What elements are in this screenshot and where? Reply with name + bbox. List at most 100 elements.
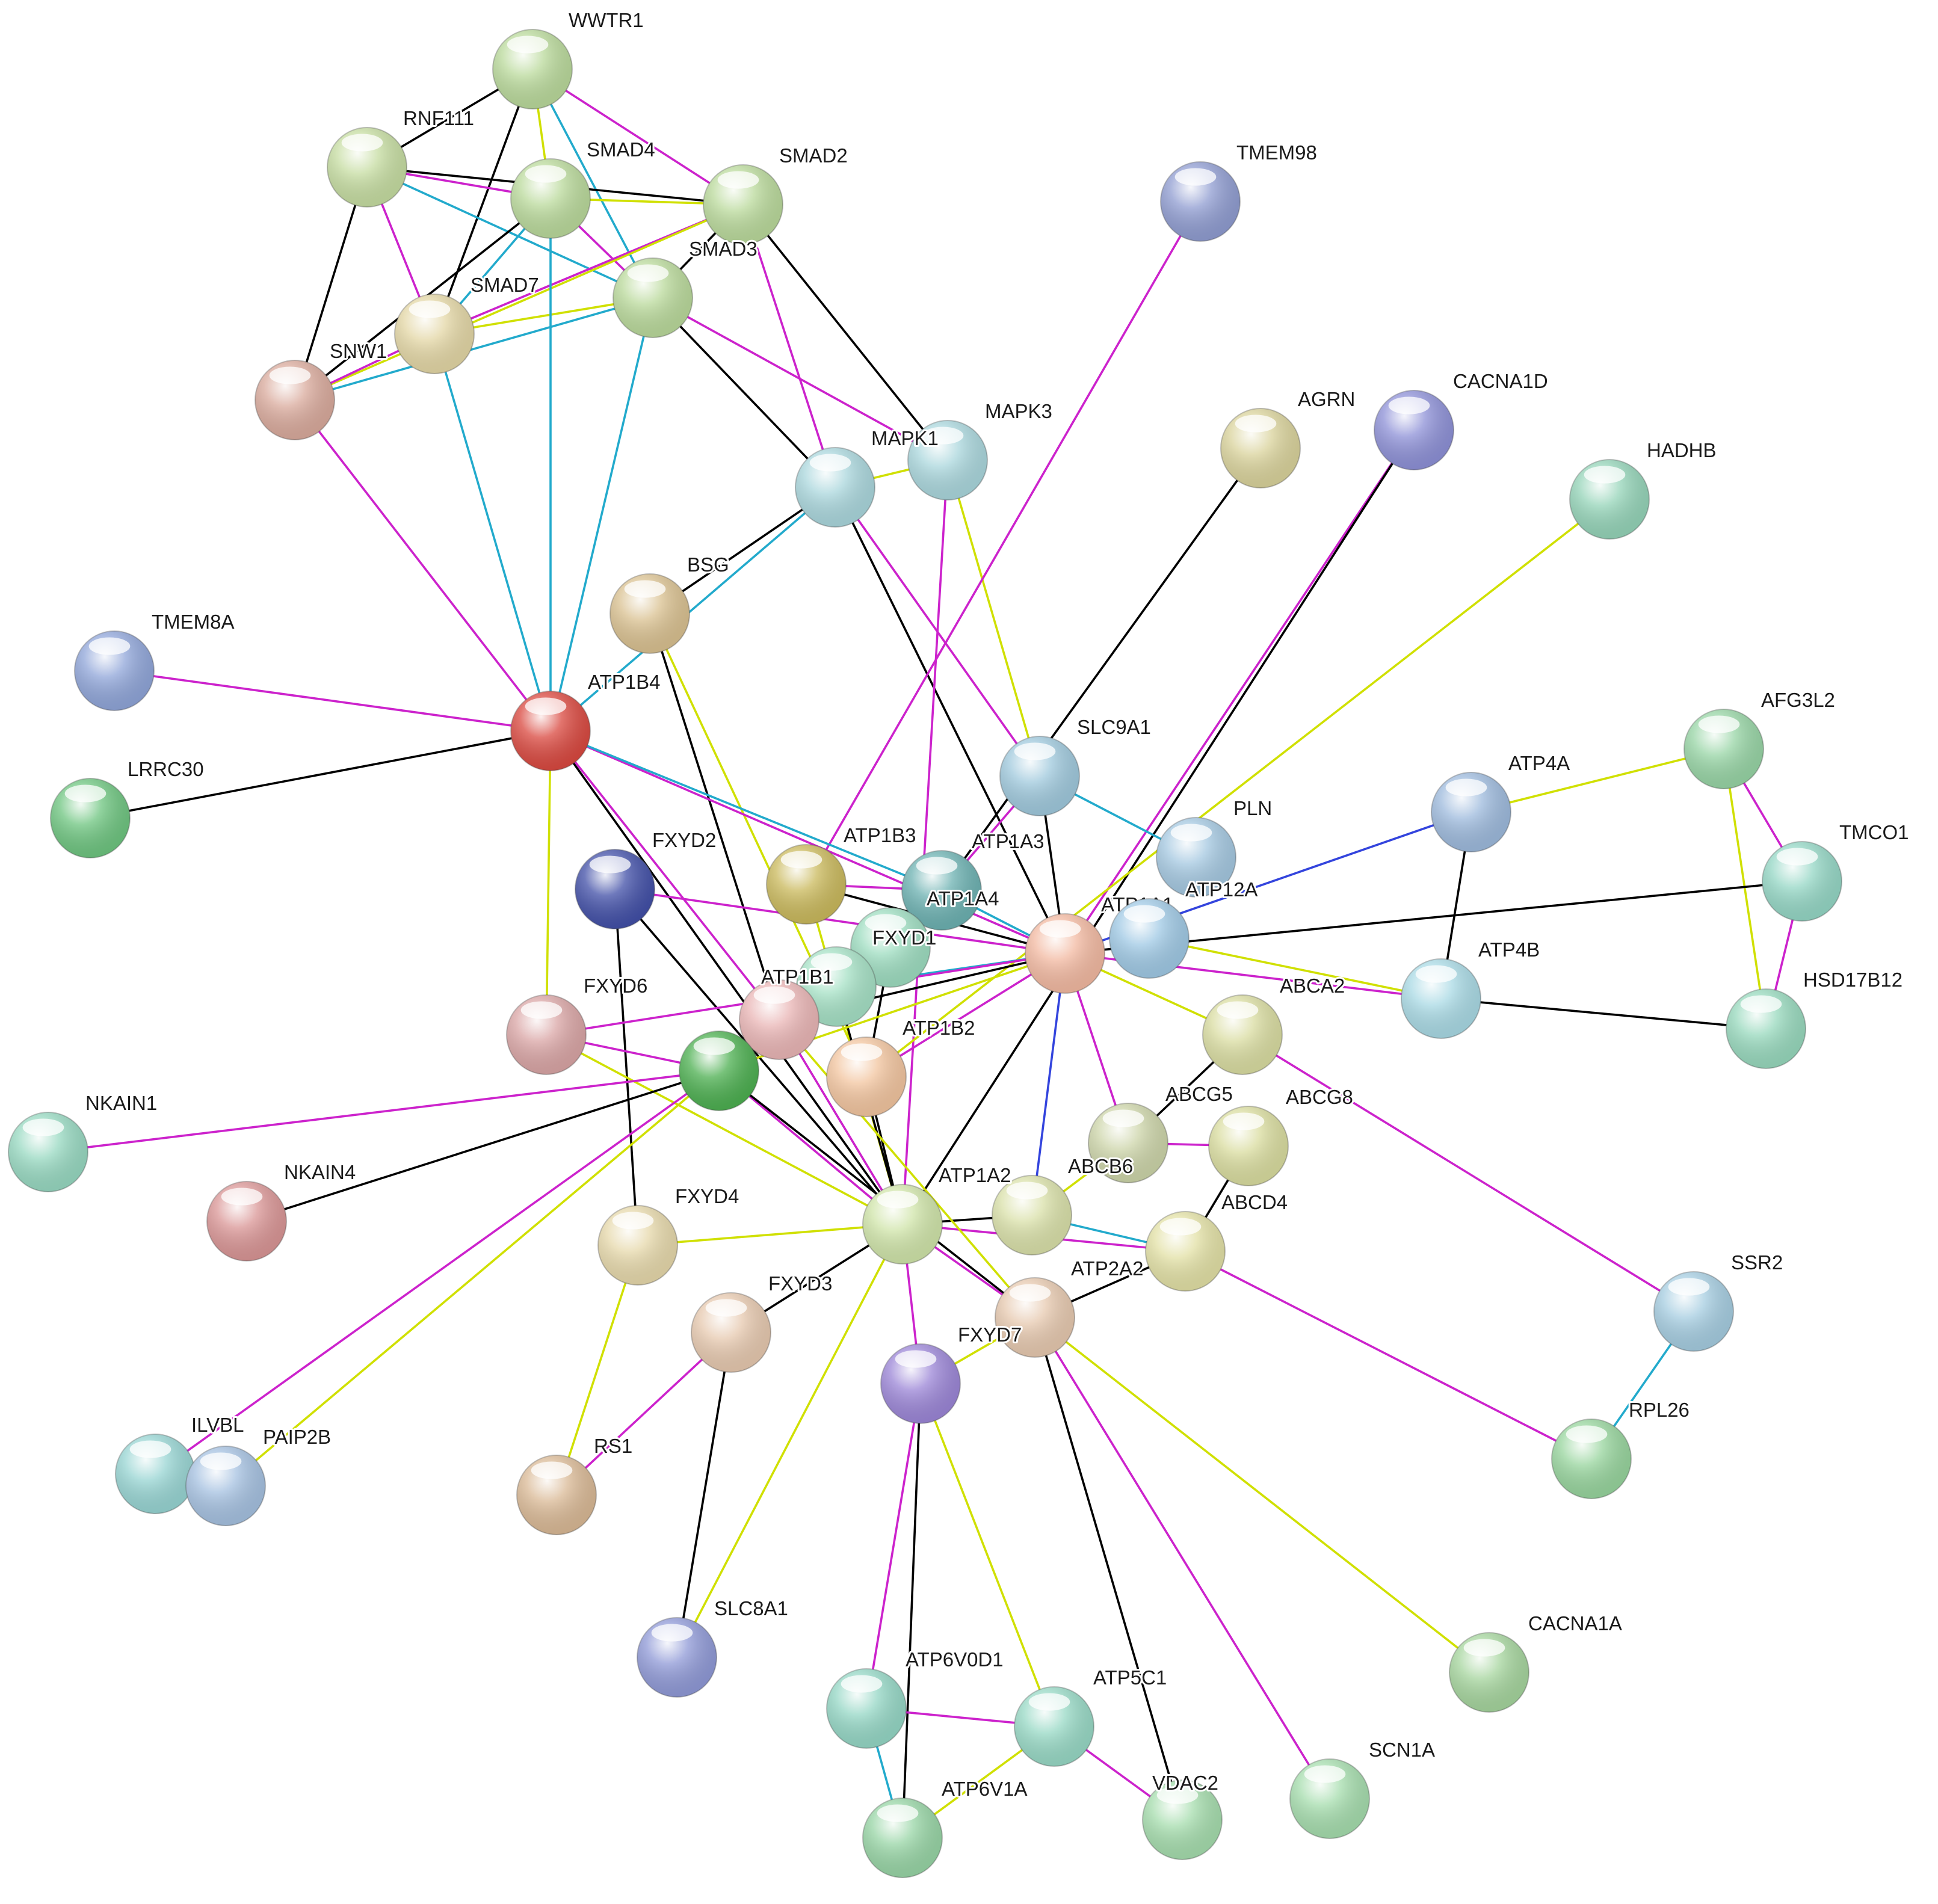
node-label: SLC8A1 (714, 1597, 788, 1619)
node-label: CACNA1A (1528, 1612, 1622, 1634)
node-afg3l2[interactable]: AFG3L2 (1683, 687, 1837, 789)
node-label: ABCB6 (1068, 1155, 1133, 1177)
node-atp1a3[interactable]: ATP1A3 (901, 828, 1046, 931)
node-ssr2[interactable]: SSR2 (1653, 1249, 1785, 1352)
node-mapk3[interactable]: MAPK3 (907, 398, 1054, 501)
node-gloss (88, 637, 131, 655)
node-hsd17b12[interactable]: HSD17B12 (1726, 967, 1904, 1069)
node-vdac2[interactable]: VDAC2 (1142, 1770, 1223, 1860)
node-atp1b1[interactable]: ATP1B1 (739, 964, 835, 1060)
node-tmem8a[interactable]: TMEM8A (74, 609, 236, 711)
node-gloss (1174, 168, 1217, 186)
node-fxyd4[interactable]: FXYD4 (597, 1183, 741, 1286)
node-tmco1[interactable]: TMCO1 (1762, 819, 1911, 922)
node-label: LRRC30 (128, 758, 204, 780)
node-label: ABCD4 (1221, 1191, 1288, 1213)
node-fxyd3[interactable]: FXYD3 (691, 1271, 834, 1373)
node-atp2a2[interactable]: ATP2A2 (995, 1255, 1145, 1358)
node-hadhb[interactable]: HADHB (1569, 437, 1718, 540)
node-gloss (895, 1350, 937, 1368)
node-pln[interactable]: PLN (1156, 795, 1274, 898)
node-fxyd6[interactable]: FXYD6 (506, 973, 649, 1075)
node-label: WWTR1 (569, 9, 644, 31)
edge-abca2-ssr2 (1241, 1034, 1695, 1313)
node-atp4b[interactable]: ATP4B (1401, 937, 1541, 1039)
node-gloss (841, 1043, 883, 1061)
node-atp1a2[interactable]: ATP1A2 (862, 1162, 1013, 1265)
node-smad7[interactable]: SMAD7 (394, 272, 541, 374)
node-nkain4[interactable]: NKAIN4 (206, 1159, 357, 1262)
node-atp12a[interactable]: ATP12A (1109, 877, 1259, 979)
node-agrn[interactable]: AGRN (1220, 386, 1357, 488)
node-rnf111[interactable]: RNF111 (327, 105, 476, 208)
node-fxyd7[interactable]: FXYD7 (880, 1322, 1023, 1424)
edge-atp1b1-atp2a2 (778, 1018, 1036, 1319)
edge-fxyd7-atp6v1a (901, 1382, 922, 1839)
node-fxyd2[interactable]: FXYD2 (575, 827, 718, 929)
node-rpl26[interactable]: RPL26 (1551, 1397, 1691, 1499)
node-slc9a1[interactable]: SLC9A1 (999, 714, 1153, 816)
node-bsg[interactable]: BSG (609, 552, 731, 654)
node-label: ATP1B2 (903, 1017, 975, 1039)
node-gloss (753, 986, 795, 1004)
node-label: ATP6V0D1 (906, 1648, 1004, 1671)
node-gloss (1566, 1425, 1608, 1443)
node-abcd4[interactable]: ABCD4 (1145, 1189, 1289, 1292)
node-wwtr1[interactable]: WWTR1 (492, 7, 646, 109)
node-cacna1d[interactable]: CACNA1D (1374, 368, 1550, 470)
node-label: ATP4A (1508, 752, 1570, 774)
node-gloss (1039, 920, 1081, 938)
node-abcb6[interactable]: ABCB6 (992, 1153, 1135, 1255)
node-snw1[interactable]: SNW1 (255, 338, 389, 440)
node-cacna1a[interactable]: CACNA1A (1449, 1610, 1624, 1713)
node-ilvbl[interactable]: ILVBL (115, 1412, 245, 1514)
node-tmem98[interactable]: TMEM98 (1160, 140, 1319, 242)
node-atp1b4[interactable]: ATP1B4 (510, 669, 662, 771)
edge-ilvbl-atp1b4_green (154, 1070, 720, 1475)
node-gloss (221, 1188, 263, 1206)
node-gloss (589, 855, 631, 873)
edge-atp2a2-vdac2 (1034, 1316, 1183, 1821)
node-label: ATP1A3 (972, 830, 1044, 852)
node-label: ATP1A4 (927, 887, 999, 910)
node-smad2[interactable]: SMAD2 (703, 143, 850, 245)
node-label: FXYD3 (768, 1272, 832, 1295)
node-nkain1[interactable]: NKAIN1 (8, 1090, 159, 1192)
node-atp5c1[interactable]: ATP5C1 (1014, 1665, 1168, 1767)
node-atp1b4-green[interactable] (679, 1031, 759, 1111)
node-atp6v1a[interactable]: ATP6V1A (862, 1776, 1029, 1878)
edge-atp2a2-scn1a (1034, 1316, 1331, 1800)
node-mapk1[interactable]: MAPK1 (795, 425, 940, 528)
node-label: PLN (1233, 797, 1272, 819)
edge-fxyd2-atp1a1 (614, 888, 1066, 955)
edge-mapk3-atp1a2 (901, 459, 949, 1225)
node-label: RNF111 (403, 107, 474, 129)
node-scn1a[interactable]: SCN1A (1289, 1737, 1437, 1839)
node-atp4a[interactable]: ATP4A (1431, 750, 1572, 852)
node-abcg8[interactable]: ABCG8 (1208, 1084, 1355, 1186)
node-gloss (1740, 995, 1782, 1013)
node-atp1b3[interactable]: ATP1B3 (766, 822, 918, 925)
edge-smad2-mapk3 (742, 203, 949, 461)
node-label: CACNA1D (1453, 370, 1548, 392)
node-lrrc30[interactable]: LRRC30 (50, 756, 206, 858)
node-atp6v0d1[interactable]: ATP6V0D1 (826, 1647, 1005, 1749)
node-abca2[interactable]: ABCA2 (1202, 973, 1347, 1075)
edge-slc8a1-atp1a2 (676, 1223, 904, 1659)
edge-afg3l2-hsd17b12 (1723, 748, 1767, 1030)
node-label: PAIP2B (263, 1426, 331, 1448)
node-label: ATP5C1 (1093, 1666, 1167, 1689)
node-paip2b[interactable]: PAIP2B (185, 1424, 333, 1526)
edge-atp4b-hsd17b12 (1440, 997, 1767, 1030)
node-smad3[interactable]: SMAD3 (613, 236, 759, 338)
edge-mapk1-atp1b4 (549, 486, 836, 732)
node-abcg5[interactable]: ABCG5 (1088, 1081, 1235, 1183)
node-label: SMAD4 (587, 138, 655, 161)
node-slc8a1[interactable]: SLC8A1 (637, 1595, 790, 1698)
node-rs1[interactable]: RS1 (516, 1433, 634, 1535)
node-atp1b2[interactable]: ATP1B2 (826, 1015, 977, 1117)
node-smad4[interactable]: SMAD4 (510, 137, 657, 239)
edge-rnf111-smad3 (366, 166, 654, 299)
